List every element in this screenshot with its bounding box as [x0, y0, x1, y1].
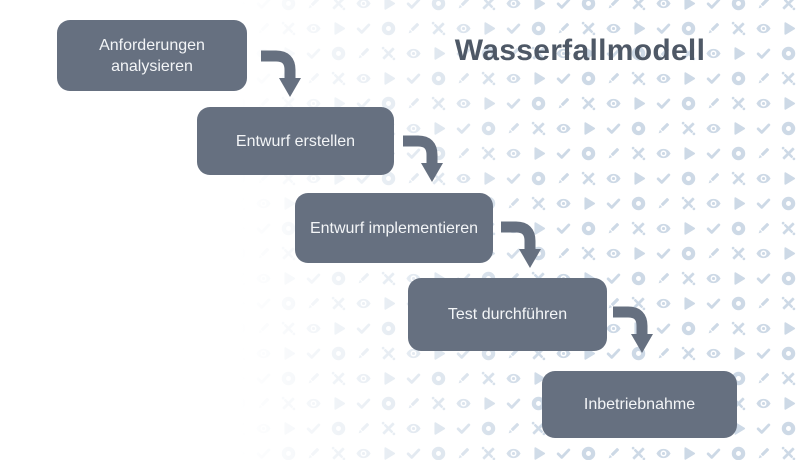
step-label: Anforderungen analysieren — [99, 36, 205, 75]
elbow-arrow-icon — [613, 306, 653, 353]
step-box-5: Inbetriebnahme — [542, 371, 737, 438]
elbow-arrow-icon — [261, 50, 301, 97]
step-box-2: Entwurf erstellen — [197, 107, 394, 175]
step-box-3: Entwurf implementieren — [295, 193, 493, 263]
elbow-arrow-icon — [501, 221, 541, 268]
elbow-arrow-icon — [403, 135, 443, 182]
step-label: Entwurf implementieren — [309, 219, 479, 237]
step-label: Inbetriebnahme — [583, 396, 696, 413]
step-label: Entwurf erstellen — [235, 132, 356, 150]
step-box-4: Test durchführen — [408, 278, 607, 351]
step-label: Test durchführen — [447, 306, 568, 323]
step-box-1: Anforderungen analysieren — [57, 20, 247, 91]
